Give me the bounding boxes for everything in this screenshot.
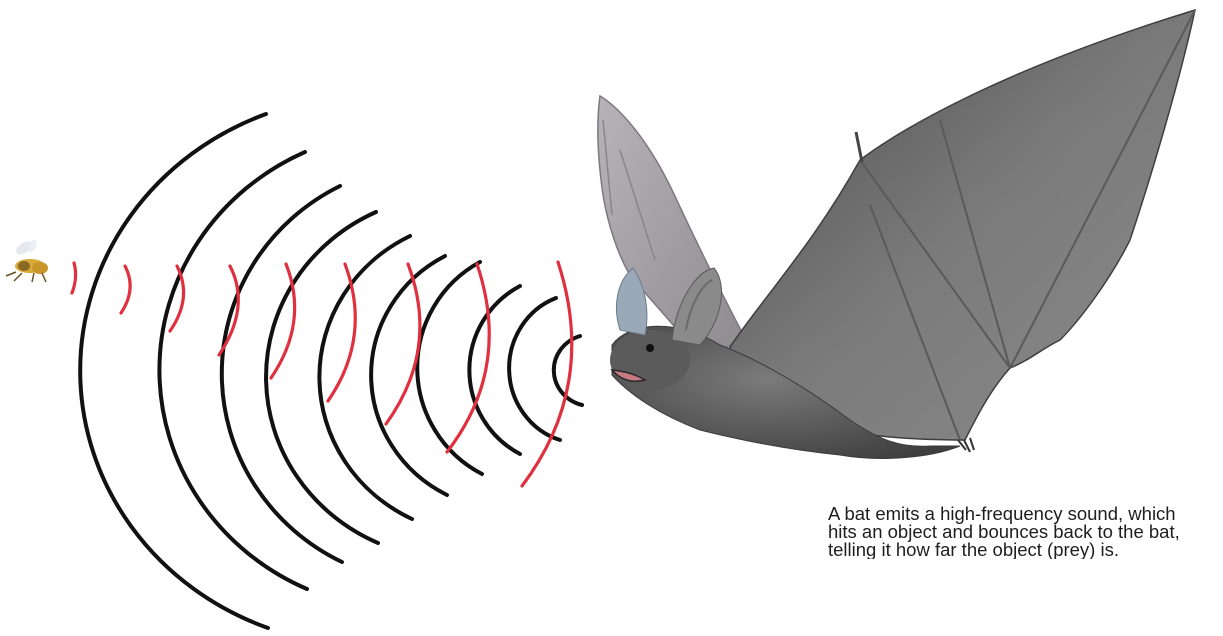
caption-line-3: telling it how far the object (prey) is. xyxy=(828,541,1223,559)
reflected-wave-6 xyxy=(328,264,355,401)
emitted-wave-1 xyxy=(554,336,582,405)
bat-right-wing xyxy=(720,10,1195,440)
insect-prey xyxy=(6,238,48,282)
emitted-wave-7 xyxy=(266,212,378,543)
emitted-wave-4 xyxy=(417,262,482,474)
reflected-wave-2 xyxy=(121,266,130,313)
emitted-wave-5 xyxy=(371,256,447,495)
bat xyxy=(598,10,1195,458)
emitted-wave-3 xyxy=(469,286,520,454)
bat-eye xyxy=(646,344,654,352)
reflected-wave-9 xyxy=(522,262,572,486)
emitted-waves xyxy=(80,114,582,628)
reflected-wave-4 xyxy=(219,266,238,355)
reflected-waves xyxy=(72,262,572,486)
reflected-wave-1 xyxy=(72,263,76,293)
emitted-wave-6 xyxy=(319,236,412,519)
caption: A bat emits a high-frequency sound, whic… xyxy=(828,505,1223,559)
